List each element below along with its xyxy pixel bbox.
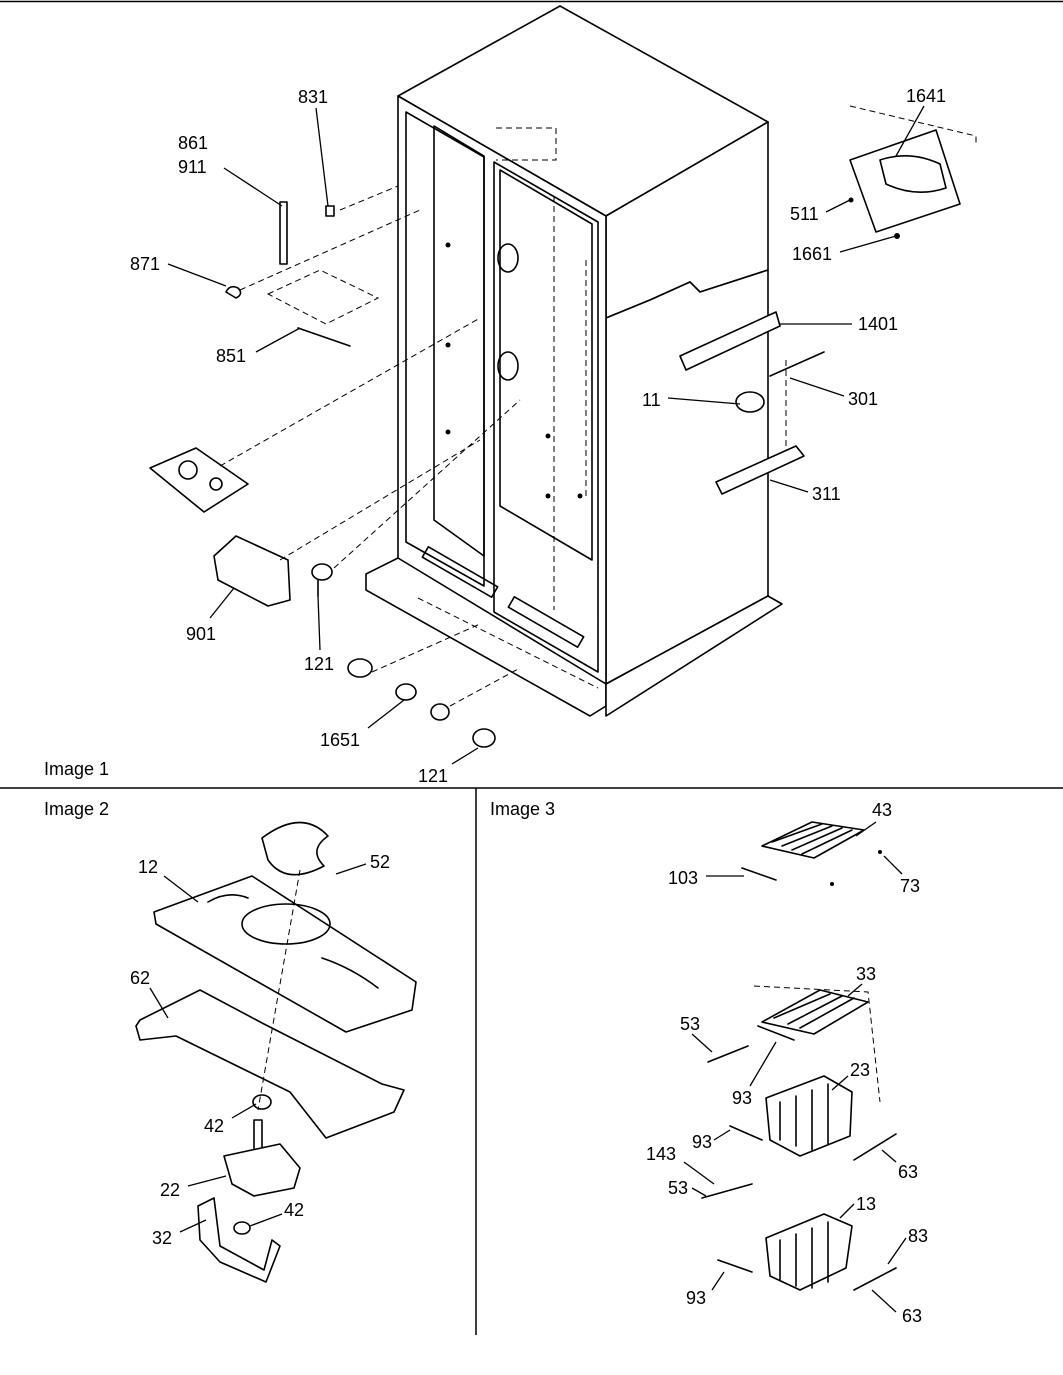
panel-title-image1: Image 1 (44, 759, 109, 779)
freezer-liner-inner (433, 125, 485, 557)
part-311-channel (715, 445, 805, 495)
callout-1651: 1651 (320, 730, 360, 750)
callout-23: 23 (850, 1060, 870, 1080)
part-63-runner-b (853, 1267, 897, 1291)
part-62-gasket (135, 989, 405, 1139)
callout-11: 11 (642, 390, 661, 410)
part-11-motor (735, 391, 765, 413)
callout-12: 12 (138, 857, 158, 877)
part-851-rod (297, 327, 351, 347)
part-93-rail-b (729, 1125, 763, 1141)
part-121-socket (430, 703, 450, 721)
callout-42-lower: 42 (284, 1200, 304, 1220)
callout-63-lower: 63 (902, 1306, 922, 1326)
part-1401-channel (679, 311, 781, 371)
part-871-spring (225, 285, 242, 299)
part-33-wire-shelf (761, 989, 869, 1035)
part-851-outline (266, 269, 380, 325)
callout-851: 851 (216, 346, 246, 366)
callout-121-lower: 121 (418, 766, 448, 786)
part-93-rail-a (757, 1025, 795, 1041)
callout-831: 831 (298, 87, 328, 107)
callout-1661: 1661 (792, 244, 832, 264)
part-1651-socket-b (395, 683, 417, 701)
part-1641-bracket (849, 129, 961, 233)
part-13-basket (765, 1213, 853, 1291)
callout-33: 33 (856, 964, 876, 984)
cabinet-assembly (365, 5, 783, 717)
part-42-grommet-lower (233, 1221, 251, 1235)
hinge-cutout-lower (497, 351, 519, 381)
callout-911: 911 (178, 157, 207, 177)
callout-73: 73 (900, 876, 920, 896)
panel-title-image2: Image 2 (44, 799, 109, 819)
callout-53-lower: 53 (668, 1178, 688, 1198)
fresh-food-liner-inner (499, 169, 593, 561)
part-831-clip (325, 205, 335, 217)
callout-121-upper: 121 (304, 654, 334, 674)
parts-right (679, 105, 977, 495)
grille-slot-left (421, 546, 499, 598)
callout-301: 301 (848, 389, 878, 409)
callout-901: 901 (186, 624, 216, 644)
part-301-shaft (769, 351, 825, 377)
part-53-slide-a (707, 1045, 749, 1063)
part-22-fan-motor (223, 1143, 301, 1197)
grille-slot-right (507, 596, 585, 648)
fresh-food-liner-outline (493, 161, 599, 673)
part-93-rail-c (717, 1259, 753, 1273)
callout-143: 143 (646, 1144, 676, 1164)
callout-871: 871 (130, 254, 160, 274)
callout-1641: 1641 (906, 86, 946, 106)
part-121-bulb-upper (311, 563, 333, 581)
leader-lines-image1 (167, 105, 925, 765)
leader-lines-image3 (683, 821, 907, 1313)
callout-93-upper: 93 (732, 1088, 752, 1108)
part-32-motor-bracket (197, 1197, 281, 1283)
parts-bottom (347, 623, 521, 748)
shelf-basket-assembly (701, 821, 897, 1291)
hinge-cutout-upper (497, 243, 519, 273)
callout-13: 13 (856, 1194, 876, 1214)
part-52-fan-blade (261, 821, 329, 876)
part-42-grommet-upper (252, 1094, 272, 1110)
part-901-cover (213, 535, 291, 607)
panel-title-image3: Image 3 (490, 799, 555, 819)
callout-62: 62 (130, 968, 150, 988)
callout-1401: 1401 (858, 314, 898, 334)
callout-311: 311 (812, 484, 841, 504)
parts-top-left (225, 185, 421, 347)
part-1651-socket-a (347, 658, 373, 678)
callout-52: 52 (370, 852, 390, 872)
callout-32: 32 (152, 1228, 172, 1248)
part-23-basket (765, 1075, 853, 1157)
callout-42-upper: 42 (204, 1116, 224, 1136)
control-housing (149, 447, 249, 513)
callout-103: 103 (668, 868, 698, 888)
fan-opening (241, 903, 331, 945)
callout-22: 22 (160, 1180, 180, 1200)
parts-left-lower (149, 317, 521, 607)
part-121-bulb-lower (472, 728, 496, 748)
part-103-rail (741, 867, 777, 881)
callout-63-upper: 63 (898, 1162, 918, 1182)
callout-43: 43 (872, 800, 892, 820)
callout-861: 861 (178, 133, 208, 153)
part-861-tube (279, 201, 288, 265)
part-53-slide-b (701, 1183, 753, 1199)
callout-93-lower: 93 (686, 1288, 706, 1308)
callout-83: 83 (908, 1226, 928, 1246)
freezer-liner-outline (405, 111, 485, 587)
callout-93-middle: 93 (692, 1132, 712, 1152)
leader-lines-image2 (149, 863, 367, 1233)
callout-53-upper: 53 (680, 1014, 700, 1034)
part-63-runner-a (853, 1133, 897, 1161)
fan-assembly (135, 821, 417, 1283)
cabinet-base-side (605, 595, 783, 717)
callout-511: 511 (790, 204, 819, 224)
